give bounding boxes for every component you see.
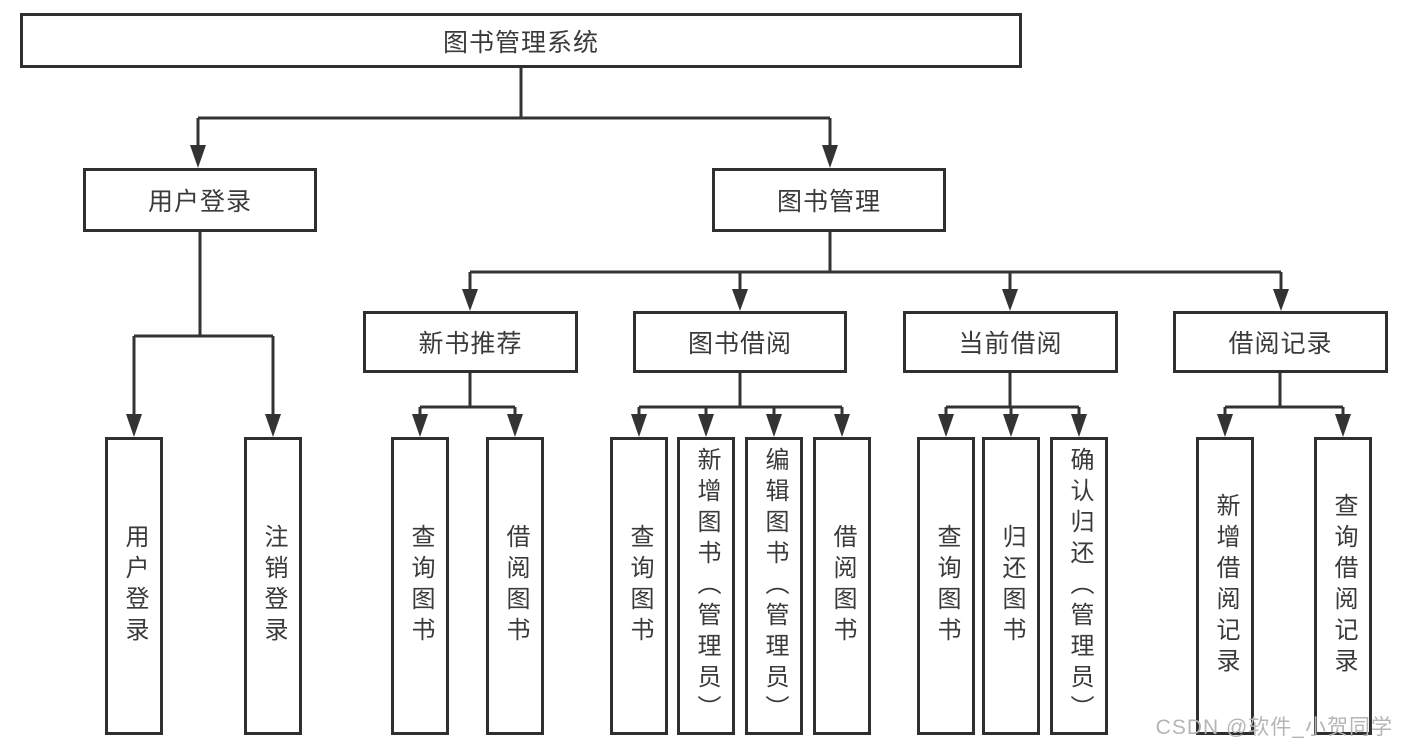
node-label: 借阅记录 xyxy=(1228,330,1333,358)
leaf-borrow-books-rec: 借阅图书 xyxy=(486,437,544,735)
leaf-add-borrow-record: 新增借阅记录 xyxy=(1196,437,1254,735)
leaf-query-books-rec: 查询图书 xyxy=(391,437,449,735)
node-label: 图书借阅 xyxy=(687,330,792,358)
node-label: 确认归还（管理员） xyxy=(1066,446,1093,726)
arrowhead xyxy=(938,414,1087,437)
connector-book-mgmt-to-level3 xyxy=(462,232,1289,311)
node-label: 归还图书 xyxy=(998,524,1025,648)
node-label: 用户登录 xyxy=(147,188,252,216)
leaf-confirm-return-admin: 确认归还（管理员） xyxy=(1050,437,1108,735)
connector-user-login-to-leaves xyxy=(126,232,281,437)
node-label: 编辑图书（管理员） xyxy=(761,446,788,726)
leaf-return-books: 归还图书 xyxy=(982,437,1040,735)
node-label: 新增图书（管理员） xyxy=(693,446,720,726)
node-label: 查询借阅记录 xyxy=(1330,493,1357,679)
connector-book-borrow-to-leaves xyxy=(631,373,850,437)
connector-new-book-rec-to-leaves xyxy=(412,373,523,437)
connector-borrow-records-to-leaves xyxy=(1217,373,1351,437)
arrowhead xyxy=(631,414,850,437)
leaf-logout: 注销登录 xyxy=(244,437,302,735)
arrowhead xyxy=(1217,414,1351,437)
node-label: 借阅图书 xyxy=(502,524,529,648)
leaf-add-books-admin: 新增图书（管理员） xyxy=(677,437,735,735)
node-label: 新增借阅记录 xyxy=(1212,493,1239,679)
arrowhead xyxy=(126,414,281,437)
node-label: 用户登录 xyxy=(121,524,148,648)
leaf-user-login: 用户登录 xyxy=(105,437,163,735)
node-new-book-rec: 新书推荐 xyxy=(363,311,578,373)
connector-current-borrow-to-leaves xyxy=(938,373,1087,437)
node-label: 借阅图书 xyxy=(829,524,856,648)
node-book-borrow: 图书借阅 xyxy=(633,311,847,373)
node-current-borrow: 当前借阅 xyxy=(903,311,1118,373)
leaf-borrow-books-borrow: 借阅图书 xyxy=(813,437,871,735)
node-label: 新书推荐 xyxy=(418,330,523,358)
leaf-edit-books-admin: 编辑图书（管理员） xyxy=(745,437,803,735)
node-borrow-records: 借阅记录 xyxy=(1173,311,1388,373)
node-label: 注销登录 xyxy=(260,524,287,648)
leaf-query-borrow-record: 查询借阅记录 xyxy=(1314,437,1372,735)
node-label: 查询图书 xyxy=(933,524,960,648)
leaf-query-books-borrow: 查询图书 xyxy=(610,437,668,735)
leaf-query-books-current: 查询图书 xyxy=(917,437,975,735)
node-root: 图书管理系统 xyxy=(20,13,1022,68)
node-label: 查询图书 xyxy=(626,524,653,648)
connector-root-to-level2 xyxy=(190,68,838,168)
node-label: 查询图书 xyxy=(407,524,434,648)
node-user-login: 用户登录 xyxy=(83,168,317,232)
csdn-watermark: CSDN @软件_小贺同学 xyxy=(1155,716,1393,739)
node-label: 图书管理系统 xyxy=(442,28,599,57)
node-label: 图书管理 xyxy=(776,188,881,216)
arrowhead xyxy=(462,289,1289,311)
arrowhead xyxy=(412,414,523,437)
node-book-mgmt: 图书管理 xyxy=(712,168,946,232)
node-label: 当前借阅 xyxy=(958,330,1063,358)
arrowhead xyxy=(190,145,838,168)
